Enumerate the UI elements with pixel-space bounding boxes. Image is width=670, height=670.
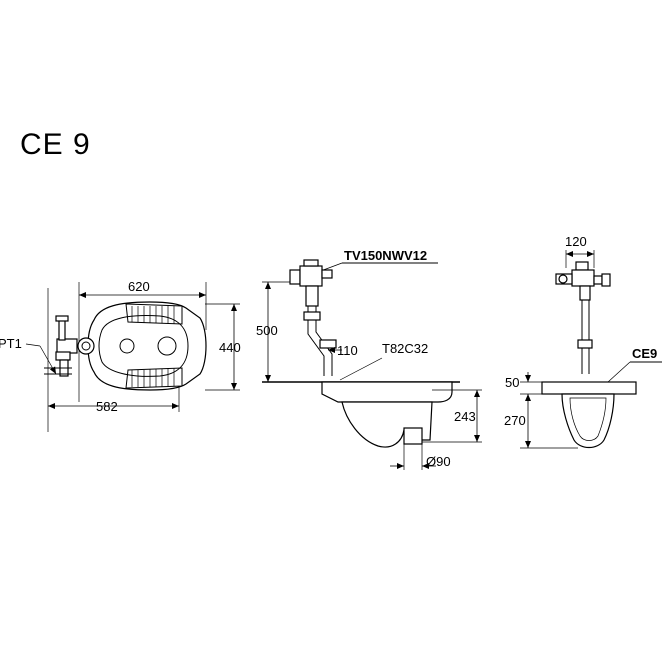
dim-270: 270 — [504, 413, 526, 428]
pan-rim-front — [541, 381, 637, 395]
dim-620: 620 — [128, 279, 150, 294]
foot-rest-top — [125, 303, 183, 325]
dim-243: 243 — [454, 409, 476, 424]
flush-valve-body — [289, 259, 337, 376]
foot-rest-bottom — [125, 367, 183, 389]
dim-500: 500 — [256, 323, 278, 338]
side-view: TV150NWV12 500 110 T82C32 — [256, 248, 482, 470]
page-title: CE 9 — [20, 128, 91, 161]
label-flush-valve: TV150NWV12 — [344, 248, 427, 263]
pan-rim-side — [321, 381, 453, 403]
label-model: CE9 — [632, 346, 657, 361]
dim-90: Ø90 — [426, 454, 451, 469]
dim-440: 440 — [219, 340, 241, 355]
label-pt1: PT1 — [0, 336, 22, 351]
drain-hole-large — [157, 336, 177, 356]
top-view: 620 440 582 — [0, 279, 241, 432]
trap-leader — [339, 357, 383, 381]
label-trap: T82C32 — [382, 341, 428, 356]
outlet-spigot — [403, 427, 423, 445]
pan-bowl — [98, 315, 189, 377]
front-valve — [555, 261, 611, 374]
pan-body-front — [561, 393, 615, 449]
front-view: 120 CE9 50 270 — [504, 234, 662, 449]
stop-valve — [44, 315, 78, 377]
drain-hole-small — [119, 338, 135, 354]
dim-582: 582 — [96, 399, 118, 414]
dim-120: 120 — [565, 234, 587, 249]
model-leader — [607, 361, 631, 383]
dim-50: 50 — [505, 375, 519, 390]
pt1-leader-b — [39, 345, 57, 375]
dim-110: 110 — [337, 343, 358, 358]
inlet-spud — [77, 337, 95, 355]
pt1-leader-a — [25, 343, 41, 347]
